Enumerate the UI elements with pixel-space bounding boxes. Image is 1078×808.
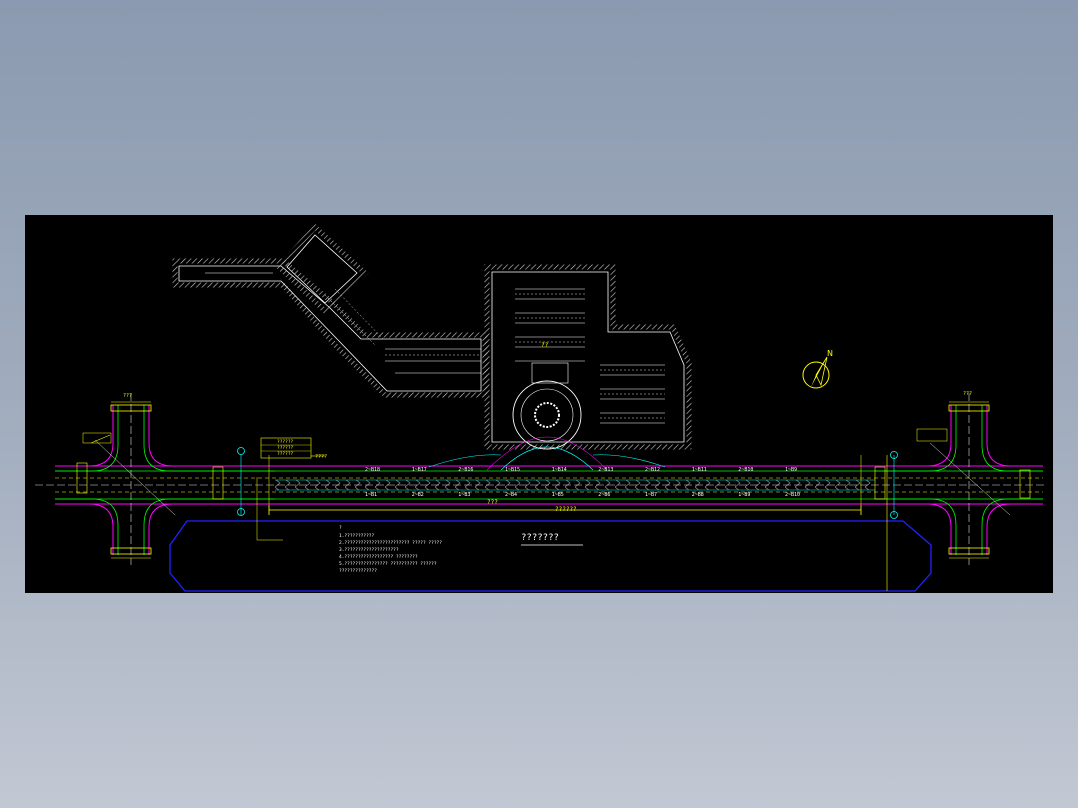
total-span-dim: ??? <box>487 499 498 506</box>
lane-label: 2~B16 <box>458 467 473 473</box>
lane-label: 2~B10 <box>738 467 753 473</box>
lane-label: 1~B5 <box>552 492 564 498</box>
note-line: 4.?????????????????? ???????? <box>339 554 418 560</box>
left-top-dim: ??? <box>123 393 132 399</box>
lane-label: 2~B10 <box>785 492 800 498</box>
legend-item: ?????? <box>277 445 294 451</box>
notes-heading: ? <box>339 525 342 531</box>
right-intersection <box>874 393 1043 565</box>
lane-label: 1~B7 <box>645 492 657 498</box>
lane-label: 1~B11 <box>692 467 707 473</box>
legend-item: ?????? <box>277 451 294 457</box>
lane-label: 2~B2 <box>412 492 424 498</box>
notes-block: ? 1.??????????? 2.??????????????????????… <box>339 525 442 574</box>
underground-building <box>172 223 692 471</box>
legend-box <box>260 437 325 459</box>
lane-label: 1~B1 <box>365 492 377 498</box>
lane-label: 1~B9 <box>738 492 750 498</box>
note-line: 3.???????????????????? <box>339 547 399 553</box>
lane-label: 1~B9 <box>785 467 797 473</box>
lane-label: 1~B14 <box>552 467 567 473</box>
right-top-dim: ??? <box>963 391 972 397</box>
lane-label: 2~B8 <box>692 492 704 498</box>
legend-item: ?????? <box>277 439 294 445</box>
lane-label: 1~B3 <box>458 492 470 498</box>
plan-title: ??????? <box>521 533 559 543</box>
center-bubble-dim: ?? <box>541 342 549 349</box>
north-arrow-icon: N <box>802 349 833 389</box>
center-span-dim: ?????? <box>555 506 577 513</box>
main-road <box>35 465 1045 505</box>
lane-label: 2~B13 <box>598 467 613 473</box>
site-boundary <box>169 520 932 592</box>
lane-label: 1~B17 <box>412 467 427 473</box>
north-label: N <box>827 349 833 358</box>
site-plan-drawing: 2~B181~B172~B161~B151~B142~B132~B121~B11… <box>35 223 1045 592</box>
note-line: 2.???????????????????????? ????? ????? <box>339 540 442 546</box>
dimension-lines <box>237 447 898 591</box>
lane-label: 1~B15 <box>505 467 520 473</box>
lane-label: 2~B18 <box>365 467 380 473</box>
lane-label: 2~B6 <box>598 492 610 498</box>
note-line: 5.???????????????? ?????????? ?????? <box>339 561 437 567</box>
lane-label: 2~B12 <box>645 467 660 473</box>
lane-label: 2~B4 <box>505 492 517 498</box>
note-line: ?????????????? <box>339 568 377 574</box>
left-intersection <box>55 393 275 565</box>
note-line: 1.??????????? <box>339 533 375 539</box>
legend-tag: ???? <box>315 454 327 460</box>
